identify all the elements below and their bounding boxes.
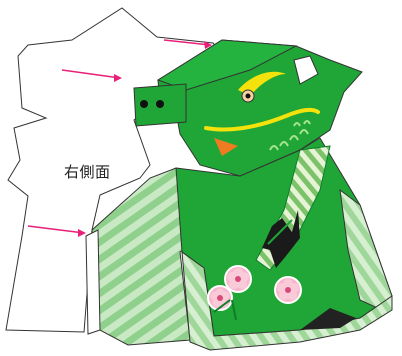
nostril-right xyxy=(156,100,164,108)
arrow-right-icon xyxy=(163,39,212,49)
arrow-right-icon xyxy=(61,69,122,82)
dragon-tongue xyxy=(214,138,238,156)
dragon-mouth xyxy=(204,107,320,132)
plum-blossom-icon xyxy=(274,276,302,304)
nostril-left xyxy=(140,100,148,108)
cheek-scales xyxy=(269,120,311,151)
chest-leaf-emblem xyxy=(262,210,300,268)
dragon-horn xyxy=(293,55,319,85)
plum-blossom-icon xyxy=(224,265,252,293)
body-side-face xyxy=(85,229,101,335)
side-face-label: 右側面 xyxy=(64,163,111,181)
arrow-right-icon xyxy=(27,225,86,237)
body-shadow xyxy=(300,308,356,330)
